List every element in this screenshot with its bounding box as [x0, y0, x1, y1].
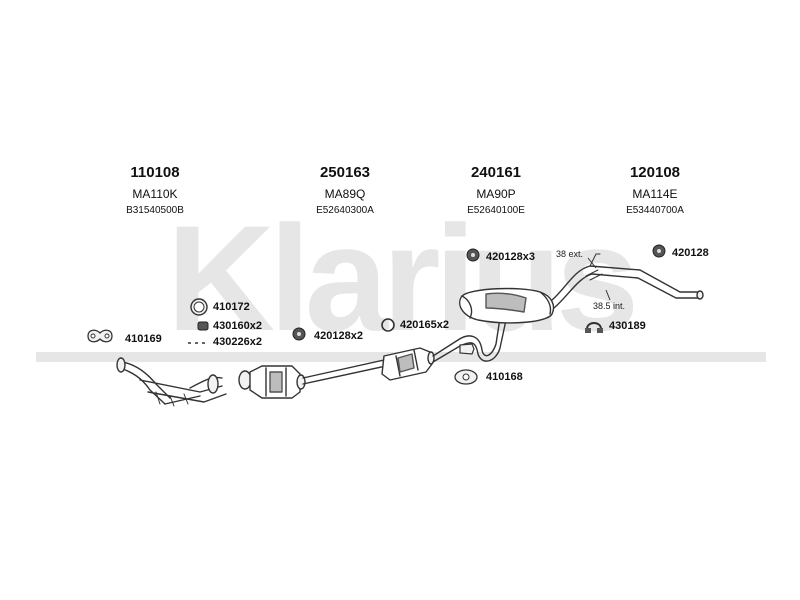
fitting-label-430226[interactable]: 430226x2 — [213, 336, 262, 348]
connector-icon — [459, 343, 475, 355]
part-code: MA89Q — [324, 187, 366, 201]
part-number[interactable]: 250163 — [319, 164, 371, 181]
part-ref: E53440700A — [626, 205, 684, 216]
part-header-1: 110108 MA110K B31540500B — [80, 164, 230, 218]
part-header-3: 240161 MA90P E52640100E — [421, 164, 571, 218]
bolt-icon — [197, 321, 209, 331]
gasket-icon — [87, 329, 113, 343]
centre-silencer[interactable] — [381, 347, 435, 381]
catalytic-converter[interactable] — [238, 365, 306, 399]
watermark-text: Klarius — [167, 194, 634, 362]
part-number[interactable]: 120108 — [629, 164, 681, 181]
fitting-label-420128x2[interactable]: 420128x2 — [314, 330, 363, 342]
note-ext: 38 ext. — [556, 249, 584, 259]
part-ref: E52640300A — [316, 205, 374, 216]
fitting-label-430189[interactable]: 430189 — [609, 320, 646, 332]
rubber-mount-icon — [466, 248, 480, 262]
fitting-label-430160[interactable]: 430160x2 — [213, 320, 262, 332]
part-header-4: 120108 MA114E E53440700A — [580, 164, 730, 218]
fitting-label-410169[interactable]: 410169 — [125, 333, 162, 345]
screw-icon — [188, 342, 205, 344]
fitting-label-420128x3[interactable]: 420128x3 — [486, 251, 535, 263]
note-int: 38.5 int. — [593, 301, 626, 311]
part-number[interactable]: 110108 — [130, 164, 180, 181]
rubber-mount-icon — [292, 327, 306, 341]
part-ref: E52640100E — [467, 205, 525, 216]
part-code: MA110K — [132, 187, 178, 201]
part-code: MA114E — [632, 187, 678, 201]
part-code: MA90P — [476, 187, 516, 201]
fitting-label-410172[interactable]: 410172 — [213, 301, 250, 313]
fitting-label-420165x2[interactable]: 420165x2 — [400, 319, 449, 331]
part-number[interactable]: 240161 — [470, 164, 522, 181]
rear-silencer[interactable] — [459, 287, 555, 324]
o-ring-icon — [381, 318, 395, 332]
middle-pipe[interactable] — [302, 359, 387, 385]
rubber-mount-icon — [652, 244, 666, 258]
fitting-label-420128[interactable]: 420128 — [672, 247, 709, 259]
part-ref: B31540500B — [126, 205, 184, 216]
front-pipe[interactable] — [116, 357, 227, 407]
clamp-icon — [585, 322, 603, 333]
flange-gasket-icon — [454, 369, 478, 385]
connecting-pipe[interactable] — [432, 317, 507, 363]
tail-pipe[interactable] — [551, 253, 704, 309]
clamp-ring-icon — [190, 298, 208, 316]
fitting-label-410168[interactable]: 410168 — [486, 371, 523, 383]
dimension-leader — [587, 257, 611, 301]
part-header-2: 250163 MA89Q E52640300A — [270, 164, 420, 218]
